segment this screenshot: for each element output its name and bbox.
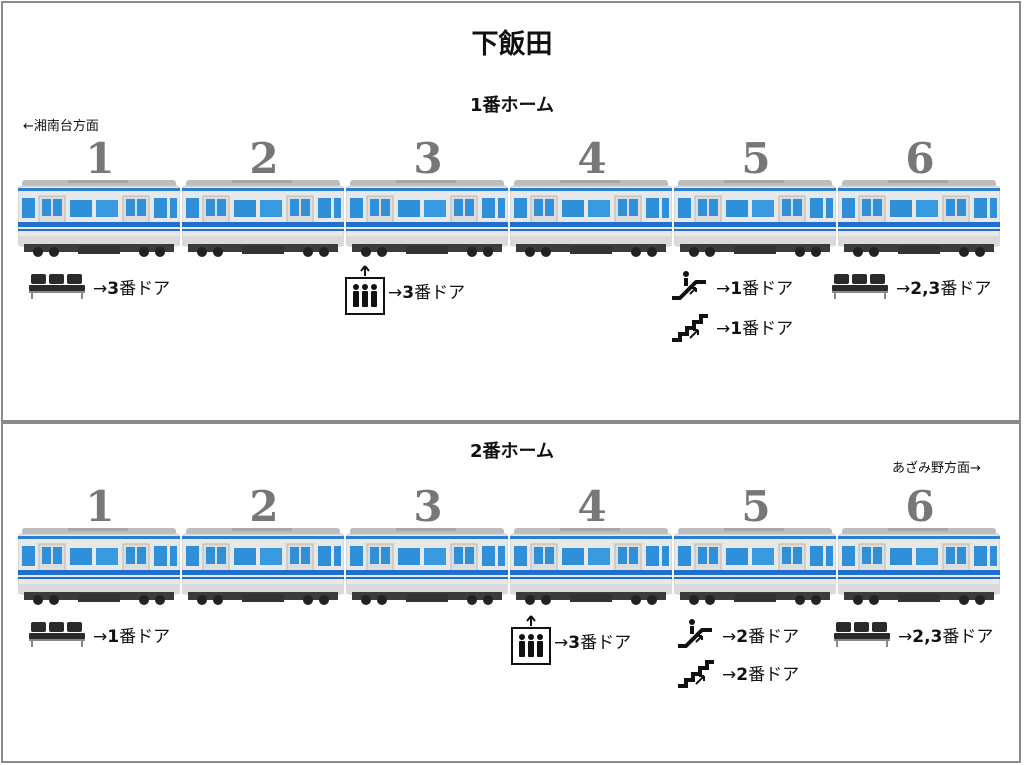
elevator-icon xyxy=(344,264,386,316)
p2-car-number-2: 2 xyxy=(249,482,279,531)
p2-train-car-4 xyxy=(510,528,672,606)
p1-train-car-1 xyxy=(18,180,180,258)
p1-facility-bench-car6: →2,3番ドア xyxy=(830,272,991,300)
platform-1-title: 1番ホーム xyxy=(470,95,554,116)
stairs-icon xyxy=(670,310,710,342)
p1-facility-escalator-car5: →1番ドア xyxy=(670,270,793,302)
bench-icon xyxy=(832,620,892,648)
p1-car-number-5: 5 xyxy=(741,134,771,183)
platform-2-direction: あざみ野方面→ xyxy=(892,461,981,476)
p2-facility-escalator-car5: →2番ドア xyxy=(676,618,799,650)
bench-icon xyxy=(830,272,890,300)
p1-facility-elevator-car3: →3番ドア xyxy=(344,264,465,316)
p1-facility-stairs-car5: →1番ドア xyxy=(670,310,793,342)
p2-facility-bench-car6: →2,3番ドア xyxy=(832,620,993,648)
p1-car-number-4: 4 xyxy=(577,134,607,183)
p2-car-number-6: 6 xyxy=(905,482,935,531)
p2-train-car-2 xyxy=(182,528,344,606)
p2-facility-elevator-car4: →3番ドア xyxy=(510,614,631,666)
bench-icon xyxy=(27,620,87,648)
p1-train-car-6 xyxy=(838,180,1000,258)
station-title: 下飯田 xyxy=(471,29,553,60)
p1-facility-bench-car1: →3番ドア xyxy=(27,272,170,300)
p2-train-car-5 xyxy=(674,528,836,606)
p2-train-car-3 xyxy=(346,528,508,606)
p1-train-car-3 xyxy=(346,180,508,258)
p1-car-number-2: 2 xyxy=(249,134,279,183)
p2-train-car-1 xyxy=(18,528,180,606)
p2-facility-stairs-car5: →2番ドア xyxy=(676,656,799,688)
p1-train-car-5 xyxy=(674,180,836,258)
p1-train-car-2 xyxy=(182,180,344,258)
escalator-icon xyxy=(670,270,710,302)
p1-car-number-6: 6 xyxy=(905,134,935,183)
p2-car-number-1: 1 xyxy=(85,482,115,531)
elevator-icon xyxy=(510,614,552,666)
platform-2-title: 2番ホーム xyxy=(470,441,554,462)
p1-car-number-3: 3 xyxy=(413,134,443,183)
p2-facility-bench-car1: →1番ドア xyxy=(27,620,170,648)
p2-car-number-4: 4 xyxy=(577,482,607,531)
p2-car-number-3: 3 xyxy=(413,482,443,531)
p2-train-car-6 xyxy=(838,528,1000,606)
escalator-icon xyxy=(676,618,716,650)
p1-train-car-4 xyxy=(510,180,672,258)
p2-car-number-5: 5 xyxy=(741,482,771,531)
bench-icon xyxy=(27,272,87,300)
platform-1-direction: ←湘南台方面 xyxy=(23,119,99,134)
p1-car-number-1: 1 xyxy=(85,134,115,183)
stairs-icon xyxy=(676,656,716,688)
